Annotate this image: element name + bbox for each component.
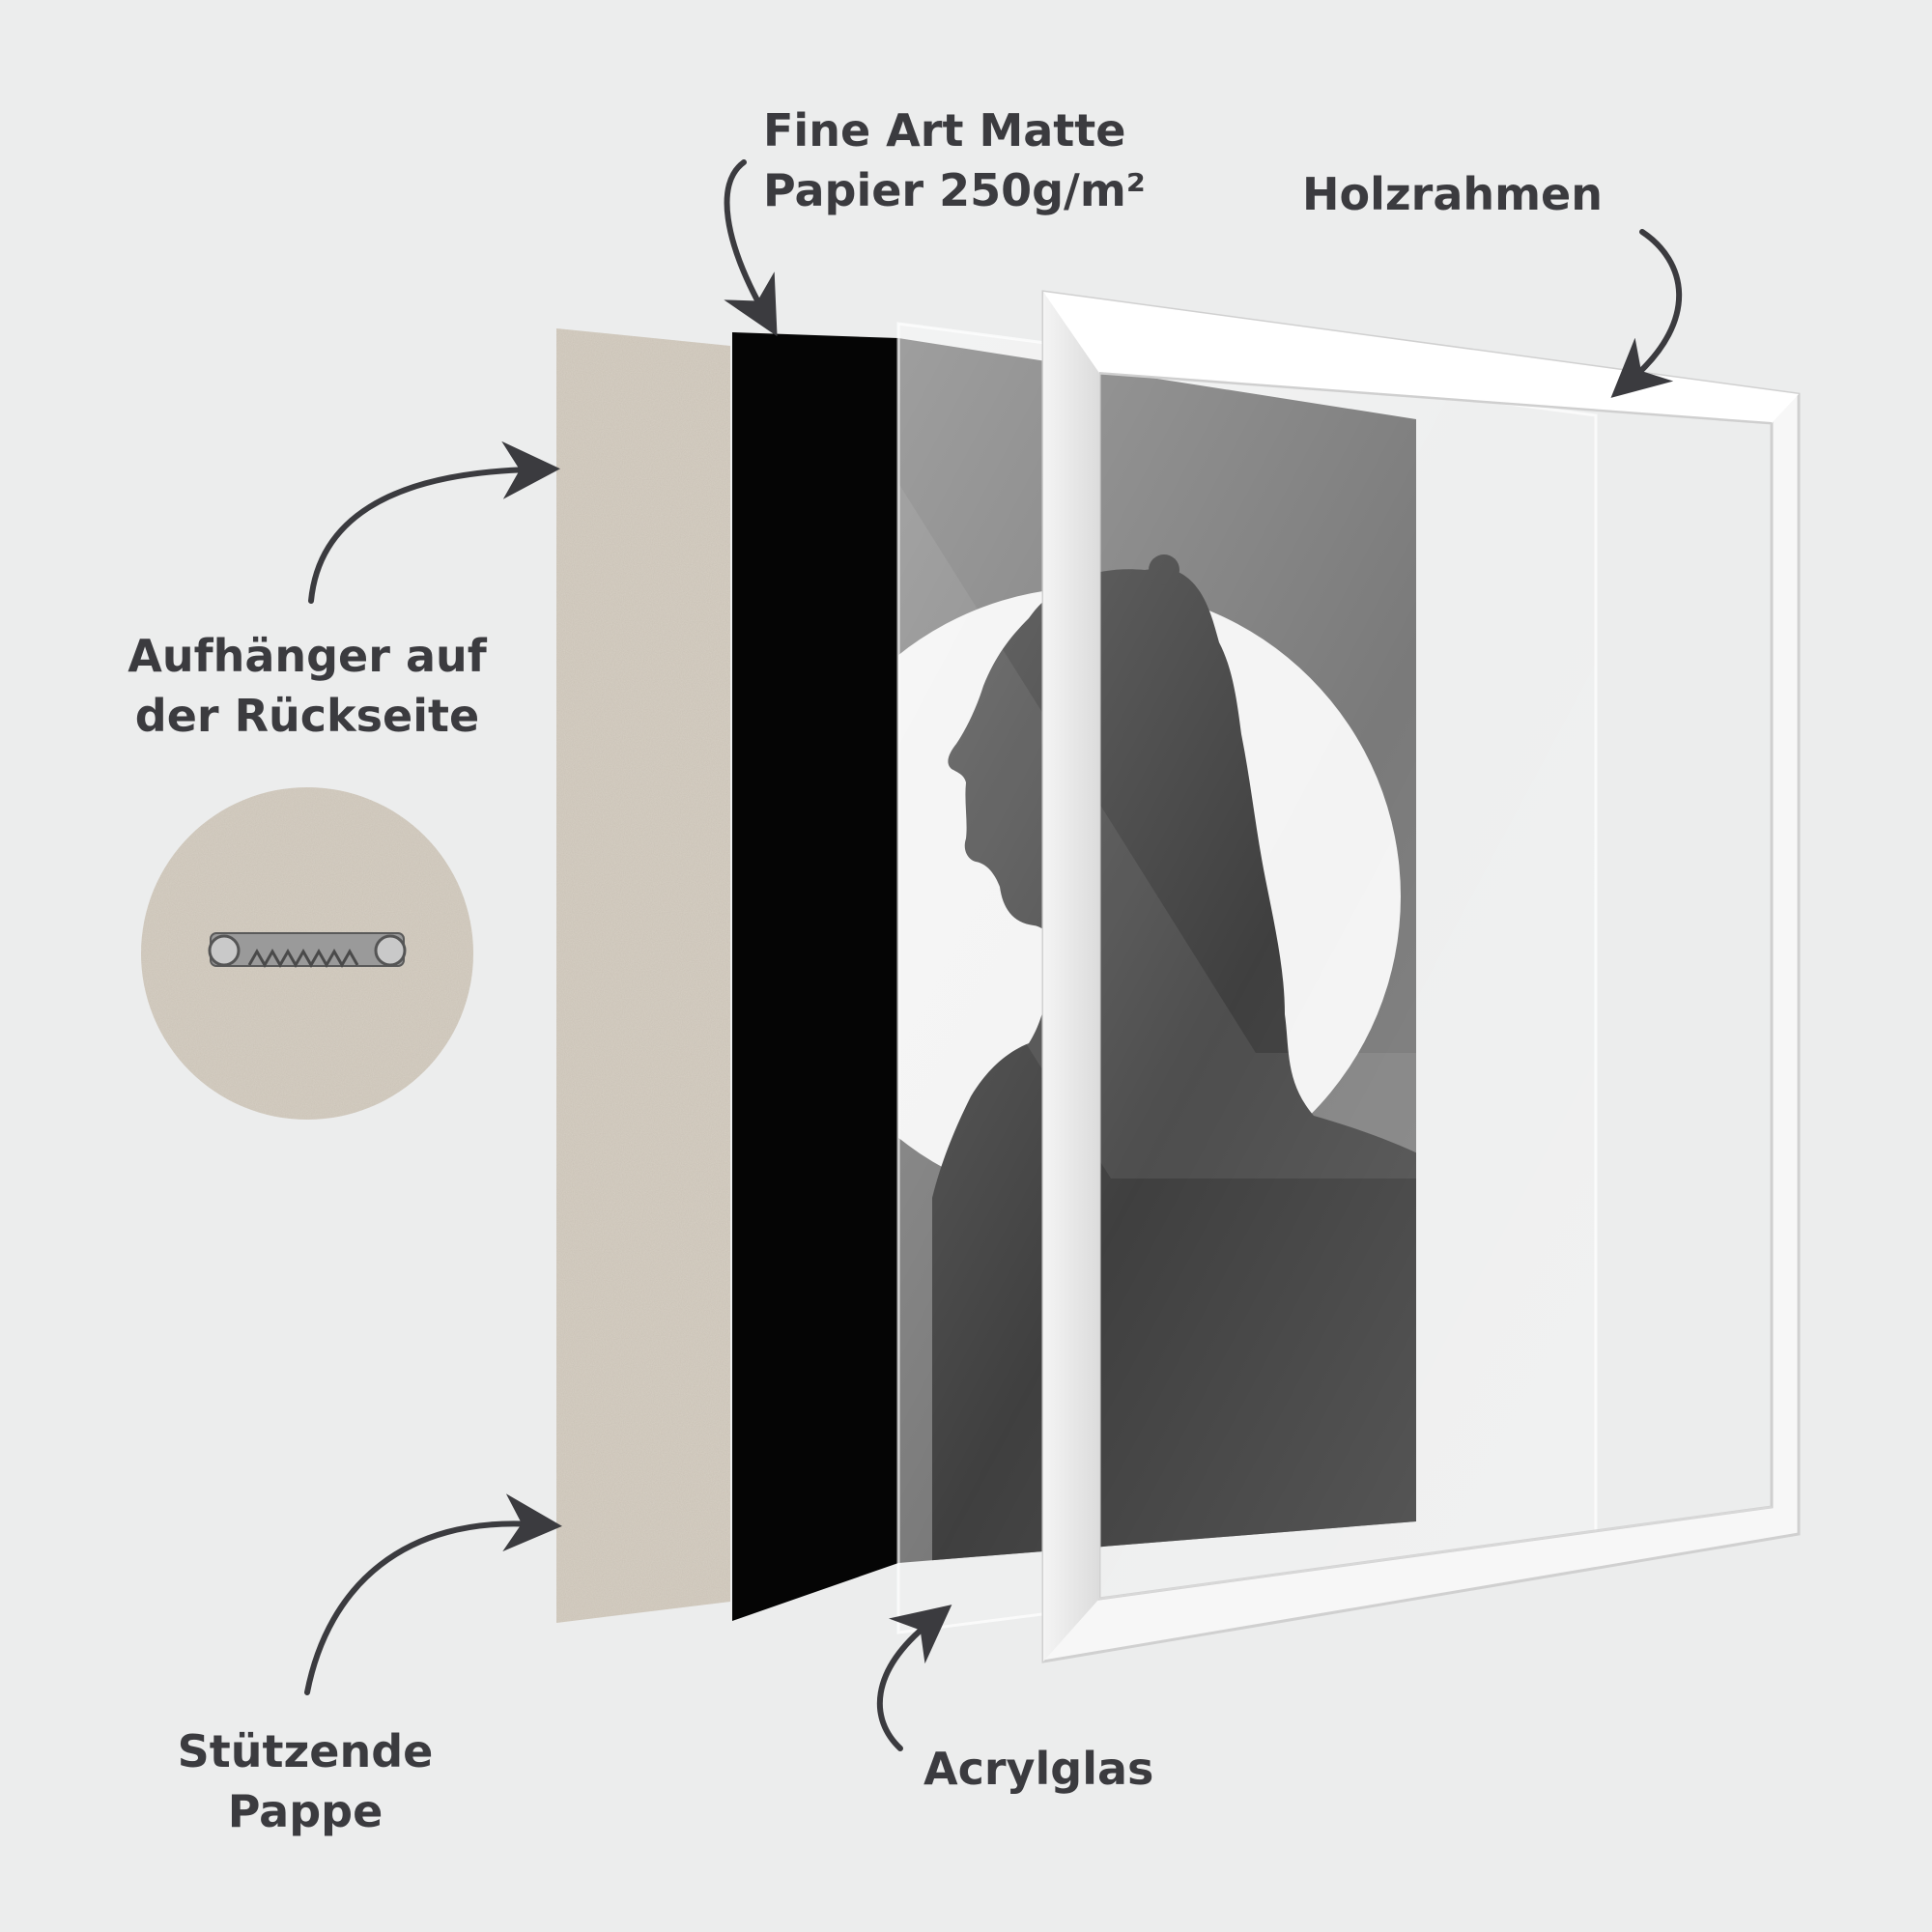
arrow-holzrahmen bbox=[1610, 229, 1683, 398]
label-holzrahmen: Holzrahmen bbox=[1302, 164, 1603, 224]
label-fine-art-line1: Fine Art Matte bbox=[763, 104, 1126, 156]
hanger-detail-circle bbox=[141, 787, 473, 1120]
label-acrylglas: Acrylglas bbox=[923, 1739, 1153, 1799]
arrow-acrylglas bbox=[876, 1605, 952, 1751]
label-aufhaenger-line1: Aufhänger auf bbox=[128, 630, 487, 682]
arrow-stuetzende bbox=[304, 1493, 562, 1695]
arrow-icon bbox=[304, 159, 1683, 1751]
arrow-fine-art bbox=[724, 159, 778, 337]
label-stuetzende-pappe: Stützende Pappe bbox=[141, 1721, 469, 1841]
label-acrylglas-text: Acrylglas bbox=[923, 1743, 1154, 1795]
cardboard-backing bbox=[556, 328, 730, 1623]
label-fine-art-line2: Papier 250g/m² bbox=[763, 164, 1146, 216]
sawtooth-hanger-icon bbox=[208, 932, 407, 969]
label-stuetzende-line2: Pappe bbox=[227, 1785, 384, 1837]
label-aufhaenger: Aufhänger auf der Rückseite bbox=[114, 626, 500, 746]
acrylic-glass-pane bbox=[896, 322, 1598, 1634]
label-holzrahmen-text: Holzrahmen bbox=[1302, 168, 1603, 220]
wooden-frame bbox=[1041, 290, 1801, 1663]
arrow-aufhaenger bbox=[308, 440, 560, 604]
label-fine-art-paper: Fine Art Matte Papier 250g/m² bbox=[763, 100, 1146, 220]
label-aufhaenger-line2: der Rückseite bbox=[134, 690, 480, 742]
label-stuetzende-line1: Stützende bbox=[177, 1725, 434, 1777]
